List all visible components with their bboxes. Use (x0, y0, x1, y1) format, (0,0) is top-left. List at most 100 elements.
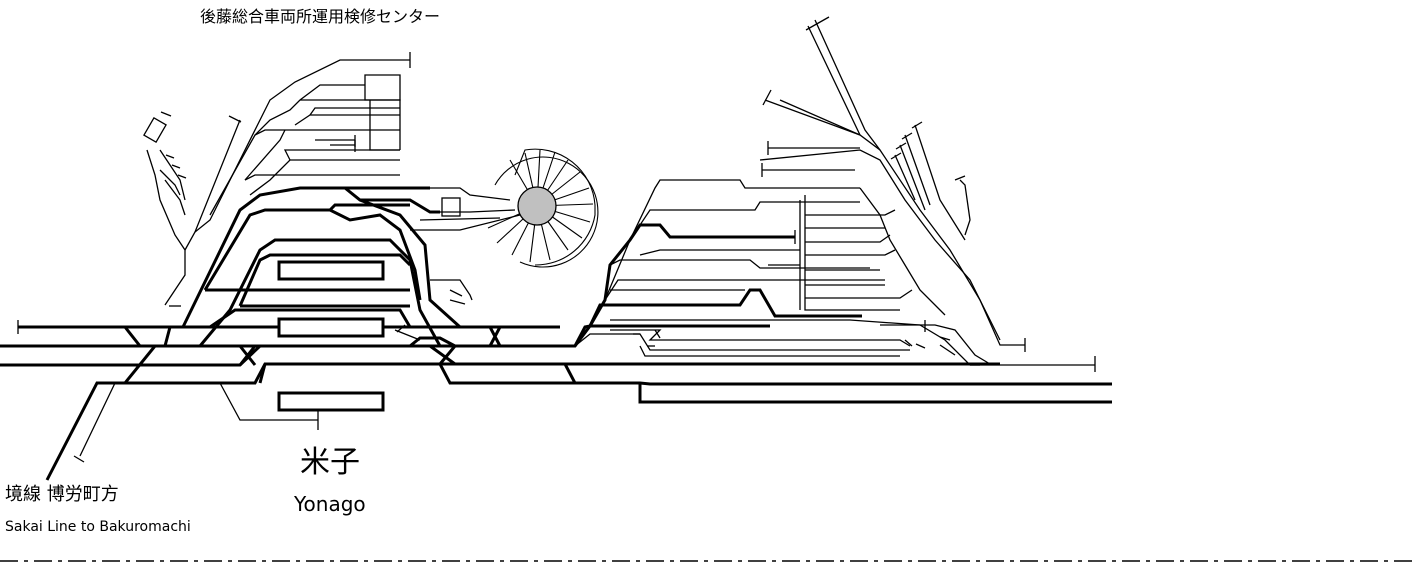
branch-line-name-en: Sakai Line to Bakuromachi (5, 519, 191, 535)
buffer-stop-icon (73, 455, 85, 463)
buffer-stop-icon (901, 132, 913, 140)
east-buffer-stops (633, 16, 1096, 372)
buffer-stop-icon (805, 16, 830, 31)
south-spur (79, 329, 421, 457)
fan-track-2 (184, 119, 241, 251)
platform-1 (277, 260, 385, 281)
turntable-lead-2 (440, 209, 516, 213)
east-fan-8 (804, 195, 900, 311)
spur-b (449, 289, 463, 297)
east-lead-long-3 (764, 99, 1025, 346)
east-fan-1 (604, 179, 860, 301)
east-fan-2 (629, 201, 860, 241)
crossover-1 (123, 345, 157, 384)
fan-track-5 (254, 129, 400, 136)
east-yard-tracks (574, 19, 1095, 366)
main-track-2 (0, 344, 430, 367)
platform-side-track (409, 336, 456, 348)
east-fan-5 (604, 279, 885, 301)
turntable-lead-3 (410, 214, 521, 231)
main-track-6 (563, 363, 577, 384)
buffer-stop-icon (890, 152, 902, 160)
siding-west (18, 325, 142, 347)
depot-lead-2 (360, 198, 440, 214)
depot-lead-3 (328, 203, 410, 212)
main-track-3 (125, 362, 1112, 386)
turntable-icon (517, 186, 557, 226)
yard-lead-1 (181, 186, 462, 329)
west-buffer-stops (17, 52, 411, 463)
spur-c (449, 299, 466, 305)
buffer-stop-icon (915, 343, 926, 349)
depot-outline-1 (369, 100, 400, 151)
buffer-stop-icon (177, 174, 187, 179)
west-depot-tracks (146, 59, 410, 306)
buffer-stop-icon (160, 111, 172, 117)
fan-track-3 (194, 59, 410, 233)
spur-a (430, 279, 473, 301)
east-lead-long-5 (807, 25, 861, 136)
platform-2 (277, 317, 385, 338)
main-track-7 (638, 383, 1112, 404)
east-approach-2 (610, 329, 911, 347)
buffer-stop-icon (228, 115, 242, 123)
fan-track-10 (294, 114, 400, 126)
crossover-3 (238, 345, 257, 366)
fan-track-6 (244, 129, 286, 181)
east-fan-12 (805, 249, 896, 256)
east-lead-long-8 (904, 134, 931, 206)
turntable-lead-1 (430, 187, 511, 201)
branch-line-name-ja: 境線 博労町方 (5, 484, 119, 505)
fan-track-17 (164, 179, 186, 216)
fan-track-8 (249, 159, 400, 196)
east-lead-long-9 (899, 144, 926, 211)
sakai-line (45, 381, 130, 481)
roundhouse-outline (494, 156, 599, 268)
depot-name: 後藤総合車両所運用検修センター (200, 7, 441, 26)
east-approach-6 (939, 344, 956, 356)
fan-track-7 (244, 174, 400, 181)
platform-track-b (429, 344, 456, 366)
buffer-stop-icon (895, 142, 907, 150)
east-lead-long-6 (779, 99, 861, 136)
yard-lead-4 (238, 253, 412, 307)
east-approach-4 (639, 345, 900, 357)
yard-lead-2 (198, 238, 442, 347)
east-lead-long (859, 187, 946, 316)
buffer-stop-icon (171, 164, 181, 169)
east-lead-long-11 (959, 179, 971, 236)
main-lines (0, 186, 1112, 481)
platform-3 (277, 391, 385, 412)
sakai-spur (79, 382, 116, 457)
yard-lead-5 (209, 308, 412, 329)
crossover-5 (488, 326, 502, 347)
east-fan-15 (805, 289, 913, 299)
east-approach-1 (610, 319, 1095, 366)
east-lead-long-10 (894, 154, 916, 201)
platform-track-c (438, 345, 457, 365)
east-yard-lead-2 (588, 288, 862, 327)
fan-track-16 (159, 169, 181, 196)
fan-track-1 (146, 149, 186, 306)
buffer-stop-icon (762, 89, 772, 106)
station-name-ja: 米子 (300, 445, 360, 480)
east-lead-long-4 (814, 19, 881, 151)
east-fan-4 (609, 259, 870, 269)
south-spur-1 (219, 382, 318, 421)
fan-track-9 (283, 149, 400, 161)
east-lead-long-7 (914, 124, 966, 241)
buffer-stop-icon (954, 175, 966, 181)
buffer-stop-icon (165, 154, 175, 159)
station-name-en: Yonago (294, 492, 366, 516)
east-fan-11 (805, 234, 891, 243)
buffer-stop-icon (911, 121, 923, 129)
east-approach-5 (880, 324, 991, 365)
turntable-shed (441, 197, 461, 217)
east-approach-3 (574, 333, 910, 351)
east-yard-lead (573, 223, 795, 347)
east-fan-3 (639, 249, 800, 256)
platform-spur (394, 329, 421, 341)
turntable-area (410, 187, 521, 305)
